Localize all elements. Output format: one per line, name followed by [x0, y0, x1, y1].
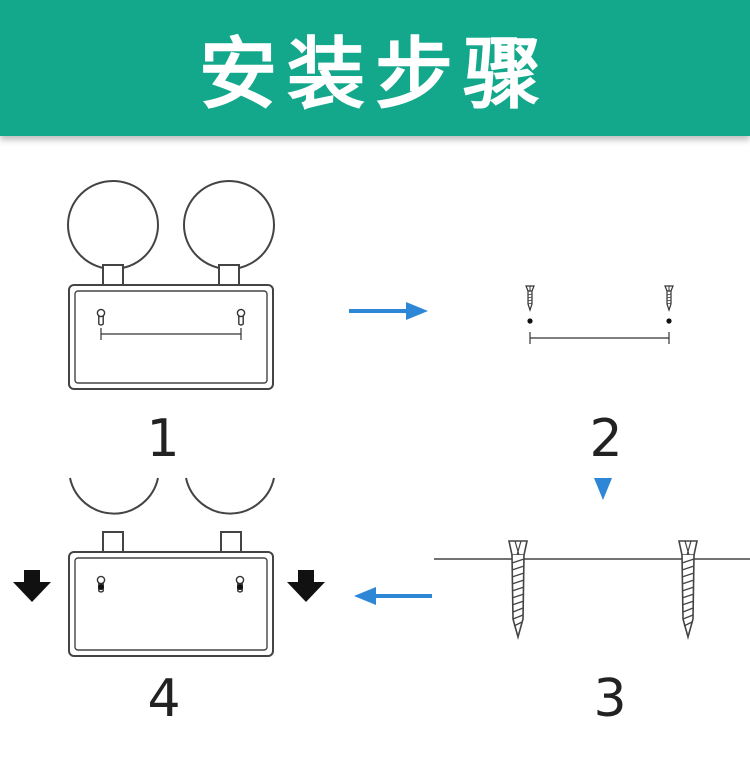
step3-screws-in-wall — [434, 540, 750, 638]
step1-light-fixture — [67, 180, 275, 390]
step-number-3: 3 — [593, 669, 626, 729]
arrow-down — [594, 478, 612, 500]
step-number-4: 4 — [147, 669, 180, 729]
arrow-left — [354, 587, 432, 605]
page-title: 安装步骤 — [198, 30, 551, 120]
step-number-2: 2 — [589, 409, 622, 469]
arrow-right — [349, 302, 428, 320]
step2-screw-marks — [525, 285, 674, 344]
header-banner: 安装步骤 — [0, 0, 750, 136]
step4-hang-fixture — [13, 477, 325, 657]
step-number-1: 1 — [146, 409, 179, 469]
